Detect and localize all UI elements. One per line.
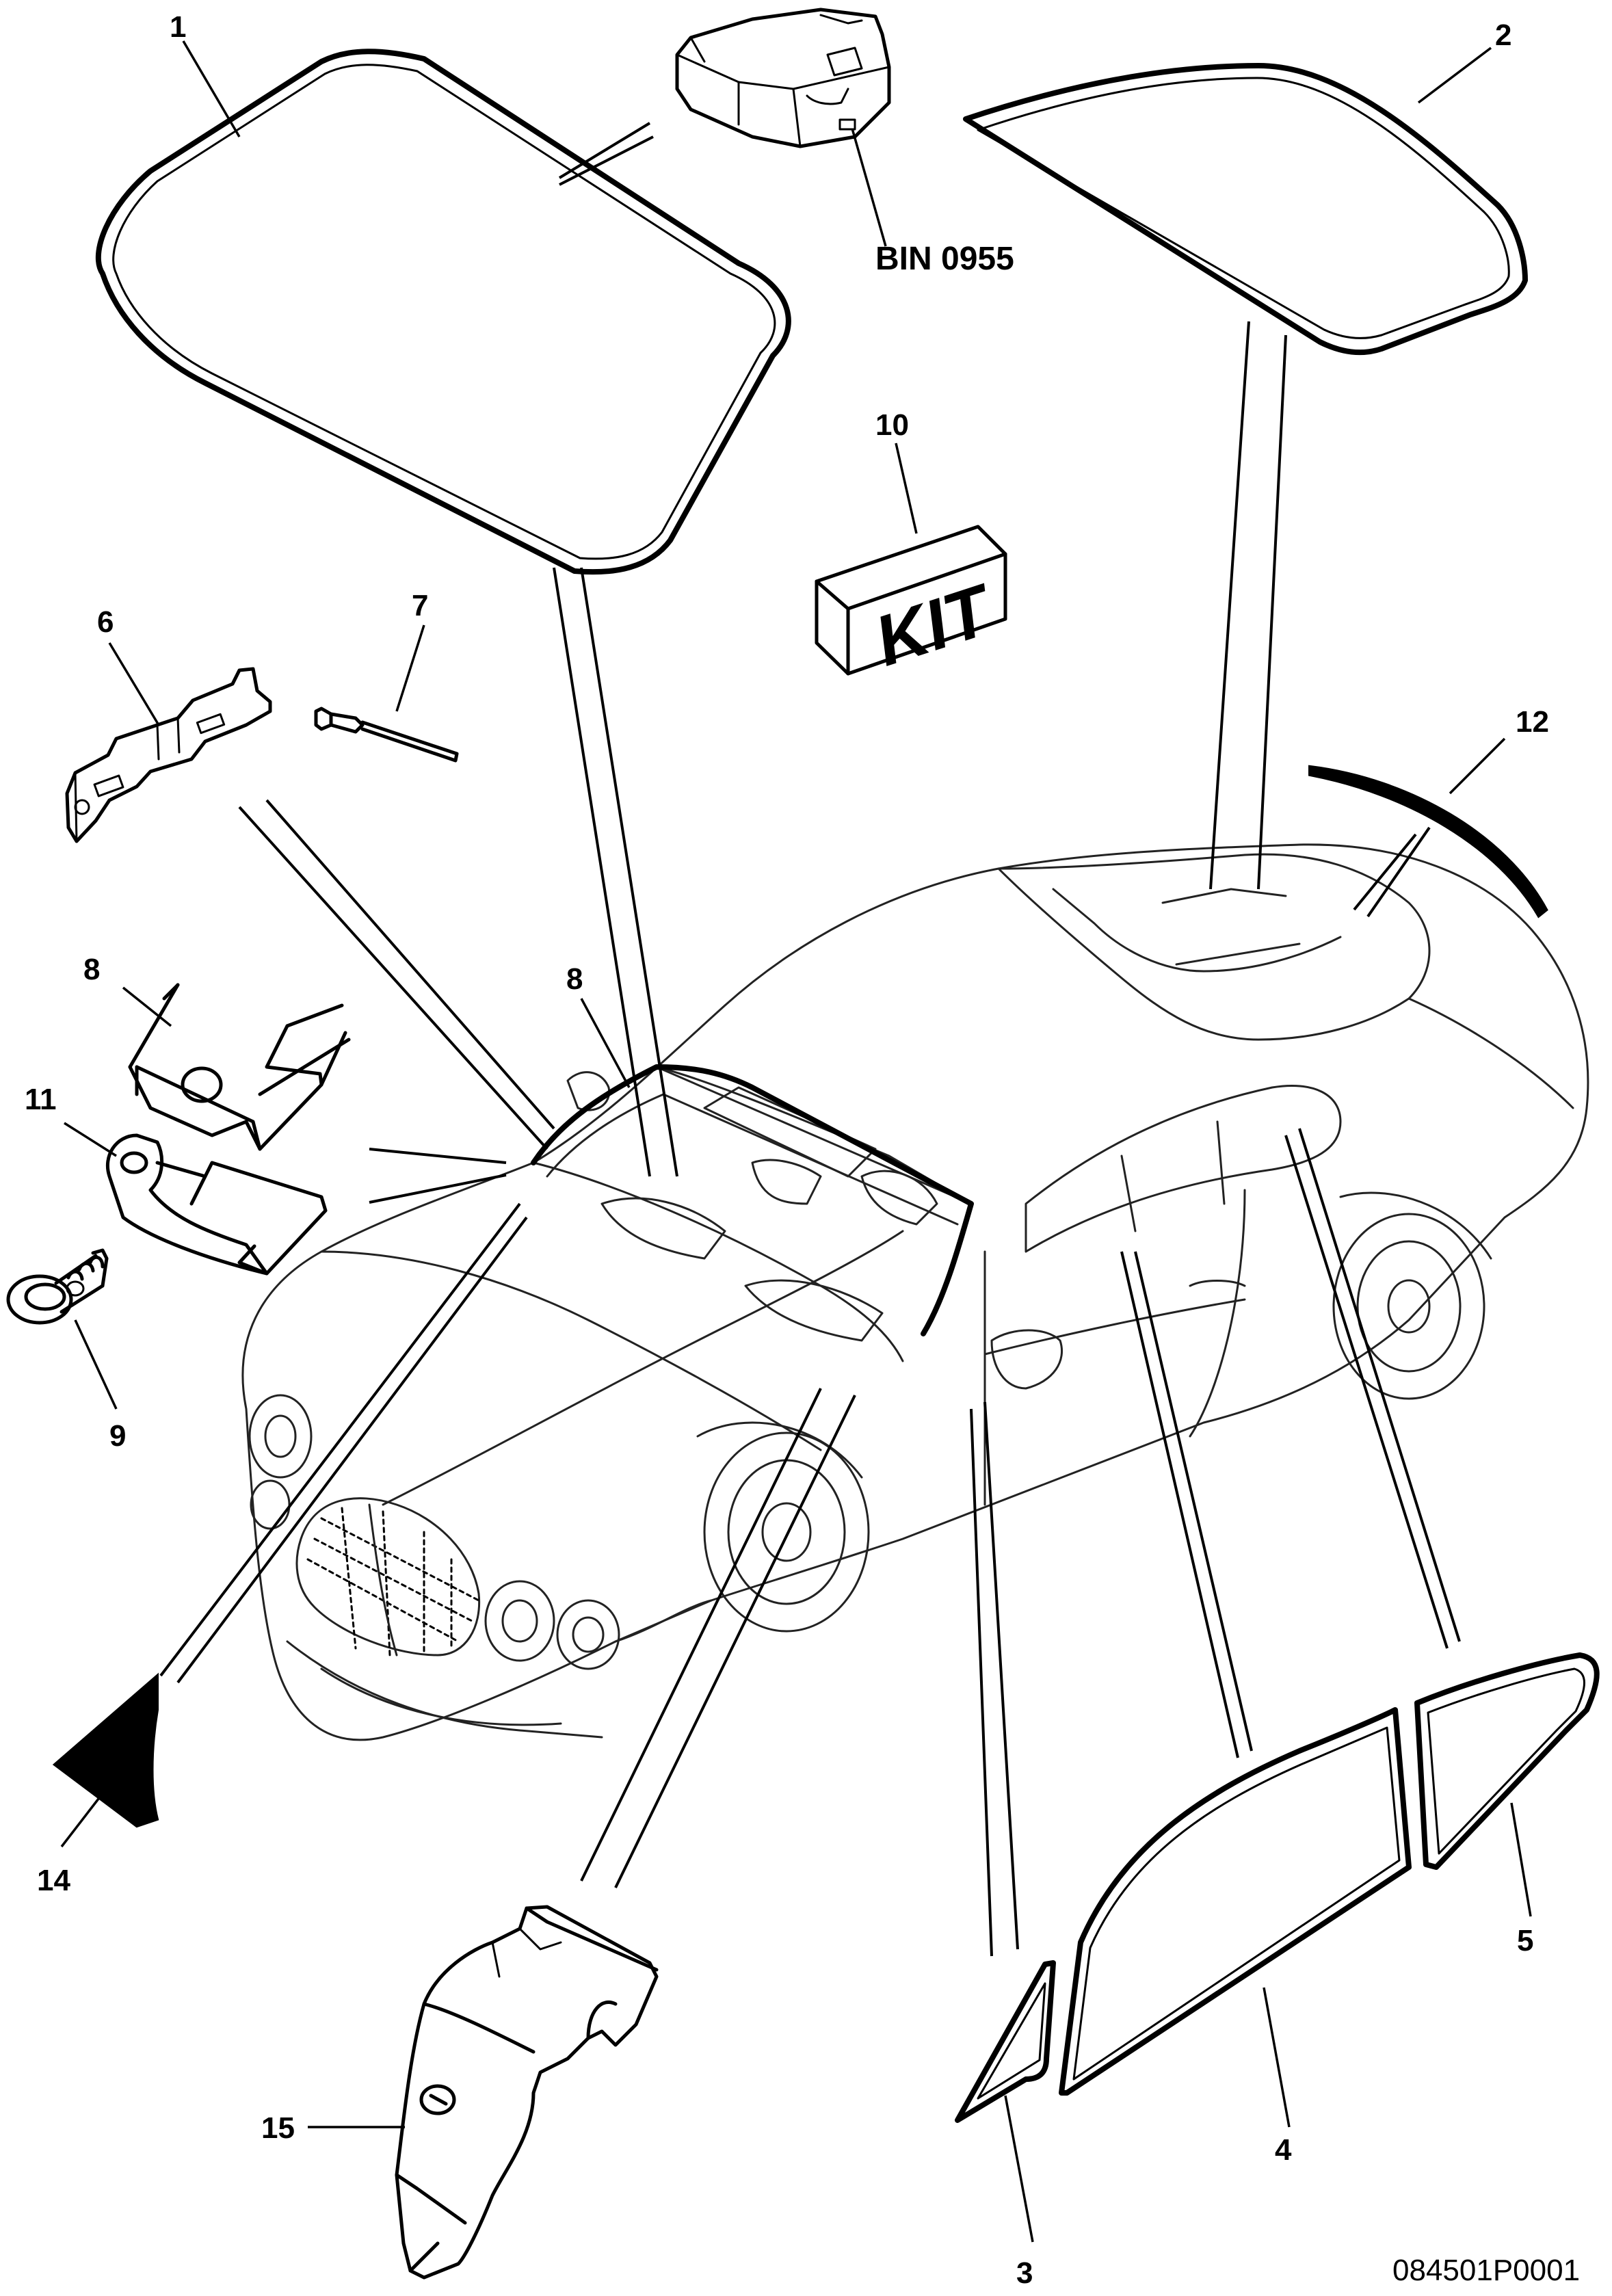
callout-3: 3	[1016, 2256, 1033, 2290]
callout-15: 15	[261, 2111, 295, 2145]
callout-labels: 1 2 3 4 5 6 7 8 8 9 10 11 12 14 15	[25, 10, 1549, 2290]
part-number: 084501P0001	[1392, 2254, 1580, 2287]
patch-part	[52, 1672, 159, 1828]
a-pillar-bracket	[395, 1905, 659, 2280]
rear-seal-part	[1308, 765, 1548, 919]
kit-box: KIT	[815, 525, 1007, 682]
callout-2: 2	[1495, 18, 1511, 52]
bracket-part	[65, 667, 272, 843]
spring-clip-part	[105, 1133, 328, 1276]
callout-8b: 8	[566, 962, 583, 996]
callout-1: 1	[170, 10, 186, 44]
rivet-part	[314, 707, 459, 763]
kit-label: KIT	[866, 569, 1004, 681]
callout-6: 6	[97, 605, 114, 639]
callout-12: 12	[1516, 705, 1549, 739]
rear-side-glass	[1414, 1652, 1600, 1870]
projection-lines	[159, 122, 1461, 1957]
callout-9: 9	[109, 1419, 126, 1453]
bin-module	[675, 8, 891, 148]
door-glass	[1059, 1707, 1412, 2096]
windshield-seal-on-car	[531, 1064, 974, 1336]
callout-11: 11	[25, 1083, 57, 1116]
car-illustration	[241, 843, 1589, 1741]
windshield-glass	[95, 49, 791, 575]
callout-7: 7	[412, 589, 428, 622]
screw-part	[6, 1248, 109, 1325]
leader-lines	[60, 40, 1532, 2243]
quarter-glass	[955, 1960, 1056, 2123]
clip-channel-part	[128, 983, 351, 1151]
bin-label: BIN 0955	[875, 241, 1014, 277]
rear-window-glass	[963, 63, 1528, 356]
callout-8a: 8	[83, 953, 100, 986]
callout-14: 14	[37, 1864, 70, 1897]
callout-4: 4	[1275, 2133, 1292, 2167]
callout-5: 5	[1517, 1924, 1533, 1957]
callout-10: 10	[875, 408, 909, 442]
